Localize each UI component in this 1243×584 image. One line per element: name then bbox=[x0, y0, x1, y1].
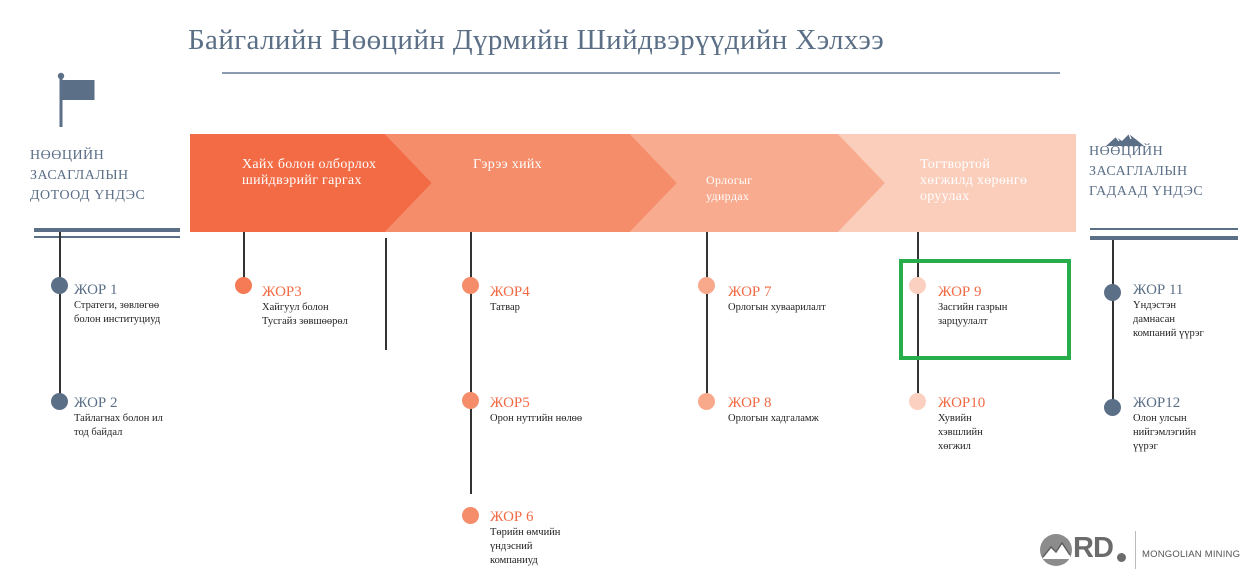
precept-8[interactable]: ЖОР 8 Орлогын хадгаламж bbox=[728, 394, 819, 426]
precept-12-dot bbox=[1104, 399, 1121, 416]
precept-2-desc-1: Тайлагнах болон ил bbox=[74, 413, 163, 424]
connector-stage-3 bbox=[706, 232, 708, 402]
precept-1-desc-1: Стратеги, зөвлөгөө bbox=[74, 300, 160, 311]
precept-8-code: ЖОР 8 bbox=[728, 395, 772, 411]
precept-11-desc-3: компаний үүрэг bbox=[1133, 328, 1204, 339]
precept-3[interactable]: ЖОР3 Хайгуул болон Тусгайз зөвшөөрөл bbox=[262, 283, 348, 329]
precept-12-desc-3: үүрэг bbox=[1133, 441, 1158, 452]
title-underline bbox=[222, 72, 1060, 74]
external-foundation-label: НӨӨЦИЙН ЗАСАГЛАЛЫН ГАДААД ҮНДЭС bbox=[1089, 142, 1203, 202]
logo-company-name: MONGOLIAN MINING bbox=[1142, 549, 1241, 560]
precept-4[interactable]: ЖОР4 Татвар bbox=[490, 283, 530, 315]
precept-11-desc-1: Үндэстэн bbox=[1133, 300, 1176, 311]
precept-1-code: ЖОР 1 bbox=[74, 282, 118, 298]
logo-badge-icon bbox=[1117, 553, 1126, 562]
precept-8-desc-1: Орлогын хадгаламж bbox=[728, 413, 819, 424]
internal-foundation-bar bbox=[34, 228, 180, 232]
precept-12-desc-1: Олон улсын bbox=[1133, 413, 1187, 424]
stage-arrow-2 bbox=[385, 134, 677, 232]
precept-6[interactable]: ЖОР 6 Төрийн өмчийн үндэсний компаниуд bbox=[490, 508, 560, 568]
logo-mountain-icon bbox=[1040, 534, 1072, 566]
precept-7-code: ЖОР 7 bbox=[728, 284, 772, 300]
connector-stage-4 bbox=[917, 232, 919, 400]
divider-stage-1 bbox=[385, 238, 387, 350]
external-foundation-line-3: ГАДААД ҮНДЭС bbox=[1089, 184, 1204, 199]
precept-9-code: ЖОР 9 bbox=[938, 284, 982, 300]
precept-12[interactable]: ЖОР12 Олон улсын нийгэмлэгийн үүрэг bbox=[1133, 394, 1196, 454]
external-foundation-bar bbox=[1090, 236, 1238, 240]
precept-2-code: ЖОР 2 bbox=[74, 395, 118, 411]
precept-9-desc-2: зарцуулалт bbox=[938, 316, 988, 327]
precept-7-dot bbox=[698, 277, 715, 294]
precept-10-dot bbox=[909, 393, 926, 410]
precept-4-dot bbox=[462, 277, 479, 294]
external-foundation-line-1: НӨӨЦИЙН bbox=[1089, 144, 1164, 159]
precept-6-code: ЖОР 6 bbox=[490, 509, 534, 525]
precept-11-code: ЖОР 11 bbox=[1133, 282, 1184, 298]
stage-arrow-1 bbox=[190, 134, 432, 232]
precept-3-code: ЖОР3 bbox=[262, 284, 302, 300]
precept-12-desc-2: нийгэмлэгийн bbox=[1133, 427, 1197, 438]
precept-10-desc-3: хөгжил bbox=[938, 441, 971, 452]
connector-left bbox=[59, 232, 61, 404]
precept-5-dot bbox=[462, 392, 479, 409]
precept-10[interactable]: ЖОР10 Хувийн хэвшлийн хөгжил bbox=[938, 394, 985, 454]
precept-6-desc-3: компаниуд bbox=[490, 555, 538, 566]
precept-11-desc-2: дамнасан bbox=[1133, 314, 1175, 325]
precept-9-highlight bbox=[899, 259, 1071, 360]
internal-foundation-bar-thin bbox=[34, 236, 180, 238]
connector-right bbox=[1112, 240, 1114, 408]
precept-11[interactable]: ЖОР 11 Үндэстэн дамнасан компаний үүрэг bbox=[1133, 281, 1204, 341]
internal-foundation-line-2: ЗАСАГЛАЛЫН bbox=[30, 168, 129, 183]
precept-4-desc-1: Татвар bbox=[490, 302, 520, 313]
mountain-icon bbox=[1106, 133, 1144, 146]
precept-3-dot bbox=[235, 277, 252, 294]
connector-stage-1 bbox=[243, 232, 245, 286]
precept-1-desc-2: болон институциуд bbox=[74, 314, 161, 325]
precept-10-desc-2: хэвшлийн bbox=[938, 427, 983, 438]
precept-4-code: ЖОР4 bbox=[490, 284, 530, 300]
precept-5-code: ЖОР5 bbox=[490, 395, 530, 411]
logo-mark: RD bbox=[1073, 532, 1114, 564]
precept-1[interactable]: ЖОР 1 Стратеги, зөвлөгөө болон институци… bbox=[74, 281, 160, 327]
internal-foundation-line-3: ДОТООД ҮНДЭС bbox=[30, 188, 146, 203]
precept-10-desc-1: Хувийн bbox=[938, 413, 972, 424]
precept-11-dot bbox=[1104, 284, 1121, 301]
precept-9-desc-1: Засгийн газрын bbox=[938, 302, 1008, 313]
stage-label-2: Гэрээ хийх bbox=[473, 157, 542, 172]
logo-divider bbox=[1135, 531, 1136, 569]
stage-arrow-3 bbox=[630, 134, 885, 232]
precept-7[interactable]: ЖОР 7 Орлогын хуваарилалт bbox=[728, 283, 826, 315]
precept-9[interactable]: ЖОР 9 Засгийн газрын зарцуулалт bbox=[938, 283, 1007, 329]
precept-2-dot bbox=[51, 393, 68, 410]
precept-9-dot bbox=[909, 277, 926, 294]
stage-label-4: Тогтвортой хөгжилд хөрөнгө оруулах bbox=[920, 157, 1028, 204]
precept-2[interactable]: ЖОР 2 Тайлагнах болон ил тод байдал bbox=[74, 394, 163, 440]
stage-label-1: Хайх болон олборлох шийдвэрийг гаргах bbox=[242, 157, 377, 188]
precept-6-desc-1: Төрийн өмчийн bbox=[490, 527, 561, 538]
precept-8-dot bbox=[698, 393, 715, 410]
connector-stage-2 bbox=[470, 232, 472, 494]
internal-foundation-line-1: НӨӨЦИЙН bbox=[30, 148, 105, 163]
precept-3-desc-2: Тусгайз зөвшөөрөл bbox=[262, 316, 348, 327]
precept-1-dot bbox=[51, 277, 68, 294]
external-foundation-line-2: ЗАСАГЛАЛЫН bbox=[1089, 164, 1188, 179]
stage-arrow-4 bbox=[838, 134, 1076, 232]
precept-6-desc-2: үндэсний bbox=[490, 541, 533, 552]
internal-foundation-label: НӨӨЦИЙН ЗАСАГЛАЛЫН ДОТООД ҮНДЭС bbox=[30, 146, 145, 206]
flag-icon bbox=[57, 72, 95, 127]
precept-7-desc-1: Орлогын хуваарилалт bbox=[728, 302, 826, 313]
precept-5[interactable]: ЖОР5 Орон нутгийн нөлөө bbox=[490, 394, 582, 426]
page-title: Байгалийн Нөөцийн Дүрмийн Шийдвэрүүдийн … bbox=[188, 24, 885, 56]
precept-3-desc-1: Хайгуул болон bbox=[262, 302, 329, 313]
stage-label-3: Орлогыг удирдах bbox=[706, 173, 753, 203]
precept-12-code: ЖОР12 bbox=[1133, 395, 1181, 411]
precept-10-code: ЖОР10 bbox=[938, 395, 986, 411]
precept-5-desc-1: Орон нутгийн нөлөө bbox=[490, 413, 583, 424]
precept-6-dot bbox=[462, 507, 479, 524]
external-foundation-bar-thin bbox=[1090, 228, 1238, 230]
precept-2-desc-2: тод байдал bbox=[74, 427, 123, 438]
